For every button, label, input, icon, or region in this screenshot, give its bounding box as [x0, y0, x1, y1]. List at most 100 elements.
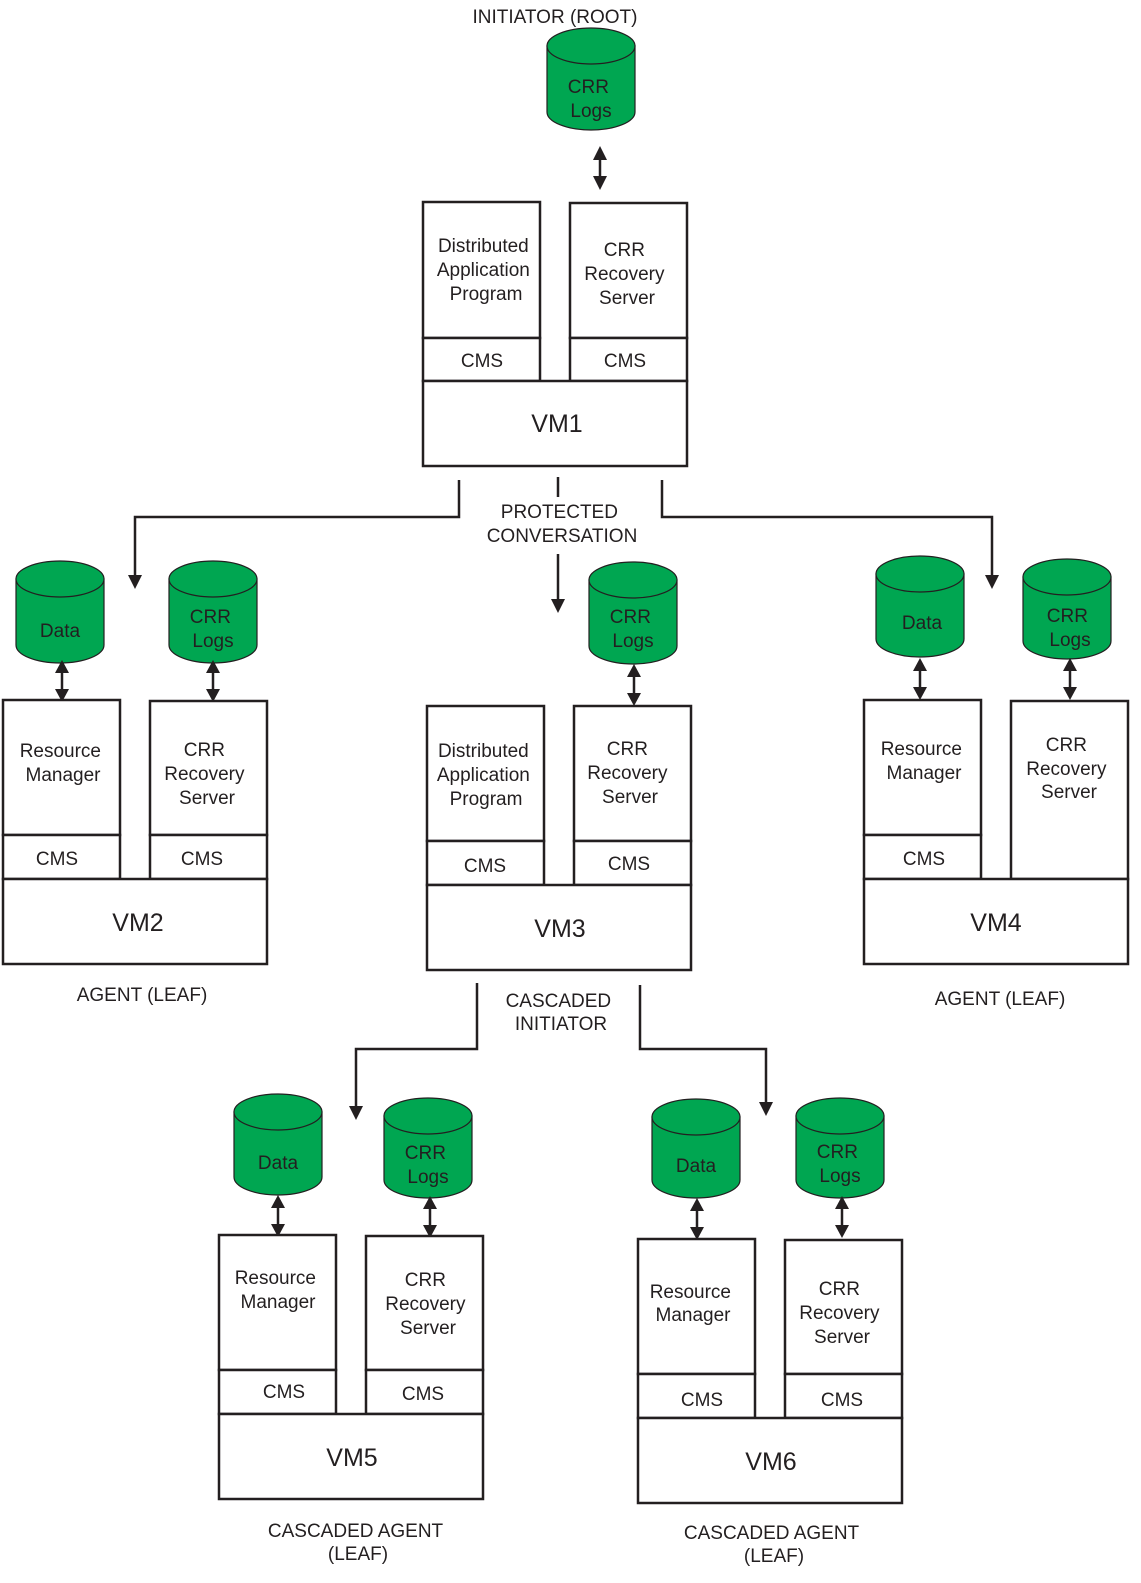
vm6-box — [636, 1416, 904, 1505]
vm5-rm-line1: Resource — [235, 1268, 316, 1289]
vm6-cms-right-label: CMS — [821, 1390, 863, 1411]
svg-text:Resource Manager: Resource Manager — [20, 741, 107, 786]
vm4-role-label: AGENT (LEAF) — [935, 989, 1066, 1010]
vm3-logs-line2: Logs — [612, 631, 653, 652]
vm1-logs-double-arrow — [593, 146, 607, 190]
vm6-name: VM6 — [745, 1448, 796, 1476]
svg-text:PROTECTED CONVERSATION: PROTECTED CONVERSATION — [487, 502, 638, 547]
vm5-data-double-arrow — [271, 1195, 285, 1237]
vm5-cms-right-label: CMS — [402, 1384, 444, 1405]
vm6-recovery-line3: Server — [814, 1327, 871, 1348]
vm6-data-double-arrow — [690, 1198, 704, 1240]
vm2-logs-double-arrow — [206, 660, 220, 702]
vm3-app-line1: Distributed — [438, 741, 529, 762]
svg-text:Resource Manager: Resource Manager — [235, 1268, 322, 1313]
vm2-cms-left-label: CMS — [36, 849, 78, 870]
vm2-cms-right — [148, 833, 269, 881]
vm6-logs-double-arrow — [835, 1196, 849, 1238]
vm3-recovery-line3: Server — [602, 787, 659, 808]
svg-text:CRR Recovery Serve: CRR Recovery Server — [799, 1279, 885, 1348]
svg-text:Distributed Application: Distributed Application Program — [437, 236, 535, 305]
vm4-cms-left-label: CMS — [903, 849, 945, 870]
vm1-recovery-line1: CRR — [604, 240, 645, 261]
vm5-recovery-line2: Recovery — [385, 1294, 466, 1315]
vm6-rm-line1: Resource — [650, 1282, 731, 1303]
vm4-recovery-line3: Server — [1041, 782, 1098, 803]
vm6-data-cylinder: Data — [651, 1098, 741, 1199]
vm5-role-line1: CASCADED AGENT — [268, 1521, 444, 1542]
vm1-app-line3: Program — [450, 284, 523, 305]
vm3-crr-logs-cylinder: CRR Logs — [588, 561, 678, 665]
vm4-data-label: Data — [902, 613, 943, 634]
vm5-name: VM5 — [326, 1444, 377, 1472]
cascaded-connectors — [349, 983, 773, 1120]
vm3-cms-right — [572, 839, 693, 887]
vm4-rm-line1: Resource — [881, 739, 962, 760]
vm4-resource-manager-box — [862, 698, 983, 837]
vm6-cms-left — [636, 1372, 757, 1420]
vm6-logs-line1: CRR — [817, 1142, 858, 1163]
svg-text:Distributed Application: Distributed Application Program — [437, 741, 535, 810]
vm4-box — [862, 877, 1130, 966]
vm3-app-line3: Program — [450, 789, 523, 810]
initiator-label: INITIATOR (ROOT) — [472, 7, 637, 28]
protected-conversation-connectors — [128, 477, 999, 613]
svg-text:CASCADED INITIATOR: CASCADED INITIATOR — [506, 991, 617, 1035]
vm3-app-line2: Application — [437, 765, 530, 786]
vm5-resource-manager-box — [217, 1233, 338, 1372]
vm3-recovery-box — [572, 704, 693, 843]
vm1-app-line2: Application — [437, 260, 530, 281]
vm6-crr-logs-cylinder: CRR Logs — [795, 1097, 885, 1199]
svg-text:CRR Logs: CRR Logs — [817, 1142, 863, 1187]
vm1-crr-logs-cylinder: CRR Logs — [546, 27, 636, 131]
vm2-role-label: AGENT (LEAF) — [77, 985, 208, 1006]
vm2-recovery-box — [148, 699, 269, 837]
vm2-data-label: Data — [40, 621, 81, 642]
vm2-recovery-line3: Server — [179, 788, 236, 809]
vm2-data-double-arrow — [55, 660, 69, 702]
svg-text:CRR Logs: CRR Logs — [568, 77, 614, 122]
vm4-data-cylinder: Data — [875, 555, 965, 658]
vm5-data-cylinder: Data — [233, 1093, 323, 1196]
vm6-role-line2: (LEAF) — [744, 1546, 804, 1567]
vm2-resource-manager-box — [1, 698, 122, 837]
vm5-data-label: Data — [258, 1153, 299, 1174]
vm6-recovery-line2: Recovery — [799, 1303, 880, 1324]
vm3-recovery-line1: CRR — [607, 739, 648, 760]
vm2-cms-left — [1, 833, 122, 881]
vm1-logs-line1: CRR — [568, 77, 609, 98]
vm1-group: CRR Logs Distributed Application Program… — [421, 27, 689, 468]
svg-text:Resource Manager: Resource Manager — [881, 739, 968, 784]
vm3-cms-left — [425, 839, 546, 887]
vm4-crr-logs-cylinder: CRR Logs — [1022, 558, 1112, 660]
vm5-recovery-line1: CRR — [405, 1270, 446, 1291]
vm2-box — [1, 877, 269, 966]
vm5-role-line2: (LEAF) — [328, 1544, 388, 1565]
protected-conversation-line1: PROTECTED — [501, 502, 618, 523]
vm3-box — [425, 883, 693, 972]
vm5-group: Data CRR Logs Resource Manager CMS — [217, 1093, 485, 1565]
vm2-rm-line2: Manager — [26, 765, 102, 786]
vm5-recovery-box — [364, 1234, 485, 1372]
vm2-group: Data CRR Logs Resource Manager CMS — [1, 560, 269, 1006]
svg-text:Resource Manager: Resource Manager — [650, 1282, 737, 1326]
vm4-name: VM4 — [970, 909, 1022, 937]
vm4-logs-double-arrow — [1063, 658, 1077, 700]
vm1-cms-right — [568, 336, 689, 383]
vm6-logs-line2: Logs — [819, 1166, 860, 1187]
vm5-logs-double-arrow — [423, 1196, 437, 1238]
vm1-cms-left-label: CMS — [461, 351, 503, 372]
vm1-name: VM1 — [531, 410, 582, 438]
vm4-logs-line1: CRR — [1047, 606, 1088, 627]
vm2-data-cylinder: Data — [15, 560, 105, 664]
vm1-app-box — [421, 200, 542, 340]
vm6-data-label: Data — [676, 1156, 717, 1177]
vm5-recovery-line3: Server — [400, 1318, 457, 1339]
vm5-logs-line1: CRR — [405, 1143, 446, 1164]
cascaded-initiator-line2: INITIATOR — [515, 1014, 607, 1035]
vm5-cms-right — [364, 1368, 485, 1416]
vm5-cms-left — [217, 1368, 338, 1416]
vm6-recovery-line1: CRR — [819, 1279, 860, 1300]
vm6-rm-line2: Manager — [656, 1305, 732, 1326]
